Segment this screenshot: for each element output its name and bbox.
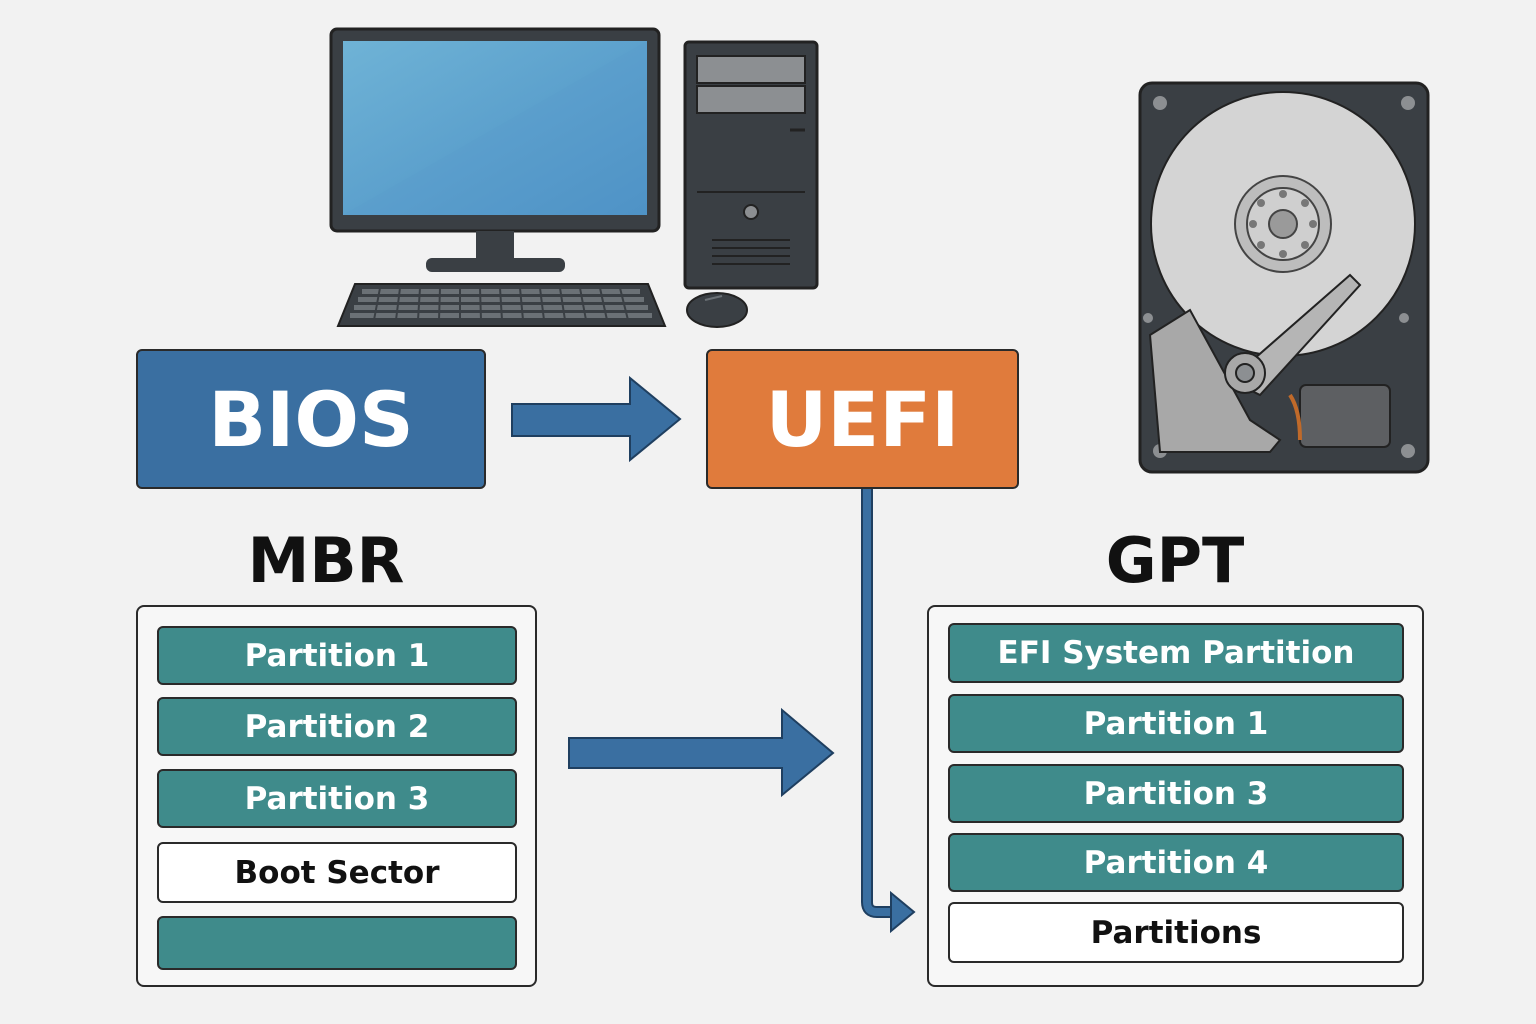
mouse-icon	[686, 292, 748, 328]
mbr-row-boot-sector: Boot Sector	[157, 842, 517, 903]
mbr-row-partition-3: Partition 3	[157, 769, 517, 828]
uefi-box: UEFI	[706, 349, 1019, 489]
mbr-row-partition-1: Partition 1	[157, 626, 517, 685]
gpt-row-partitions: Partitions	[948, 902, 1404, 963]
hard-drive-icon	[1138, 81, 1430, 474]
gpt-row-partition-3: Partition 3	[948, 764, 1404, 823]
bios-box: BIOS	[136, 349, 486, 489]
gpt-row-label: EFI System Partition	[997, 635, 1355, 671]
mbr-row-empty	[157, 916, 517, 970]
gpt-row-label: Partition 1	[1083, 705, 1269, 742]
gpt-row-partition-4: Partition 4	[948, 833, 1404, 892]
gpt-row-partition-1: Partition 1	[948, 694, 1404, 753]
uefi-label: UEFI	[765, 374, 960, 464]
mbr-row-label: Partition 2	[244, 708, 430, 745]
gpt-row-label: Partition 3	[1083, 775, 1269, 812]
pc-tower-icon	[683, 40, 819, 290]
mbr-row-label: Partition 3	[244, 780, 430, 817]
mbr-to-gpt-arrow	[568, 707, 835, 798]
bios-to-uefi-arrow	[511, 375, 682, 463]
bios-label: BIOS	[208, 374, 414, 464]
gpt-row-efi-system-partition: EFI System Partition	[948, 623, 1404, 683]
keyboard-icon	[336, 283, 667, 327]
monitor-icon	[329, 27, 661, 272]
mbr-row-label: Partition 1	[244, 637, 430, 674]
gpt-heading: GPT	[1105, 524, 1245, 597]
gpt-row-label: Partitions	[1090, 914, 1262, 951]
mbr-row-partition-2: Partition 2	[157, 697, 517, 756]
mbr-row-label: Boot Sector	[234, 854, 440, 891]
gpt-row-label: Partition 4	[1083, 844, 1269, 881]
uefi-to-gpt-arrow	[861, 489, 916, 934]
mbr-heading: MBR	[247, 524, 405, 597]
